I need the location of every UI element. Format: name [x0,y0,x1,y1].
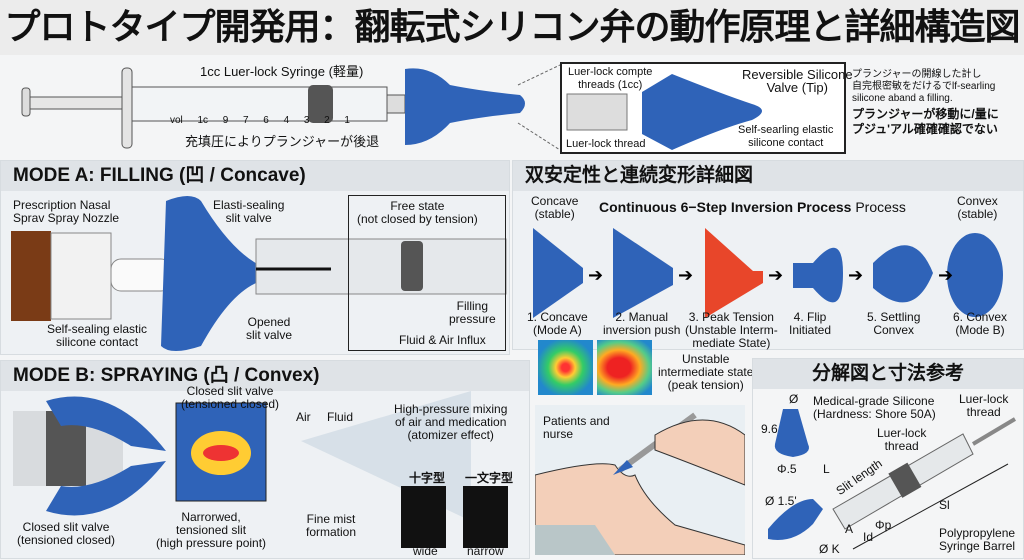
syringe-overview: 1cc Luer-lock Syringe (軽量) vol 1c 9 7 6 … [0,55,1024,155]
notes-small: プランジャーの開線した計し 自完根密敏をだけるでlf-searling sili… [852,69,996,104]
narrowed-label: Narrorwed, tensioned slit (high pressure… [156,510,267,550]
fluid-label: Fluid [327,410,354,424]
heatmap-1 [538,340,593,395]
closed-top-label: Closed slit valve (tensioned closed) [181,384,280,411]
wide-label: wide [413,544,438,558]
dim-d: Ø [789,392,799,406]
step-3: 3. Peak Tension (Unstable Interm- mediat… [685,310,778,350]
heatmap-2 [597,340,652,395]
exploded-panel: 分解図と寸法参考 Medical-grade Silicone (Hardnes… [752,358,1024,559]
mode-a-heading: MODE A: FILLING (凹 / Concave) [1,161,509,191]
opened-label: Opened slit valve [246,315,293,342]
scale-mark: 3 [303,115,310,126]
mode-a-illustration [11,196,507,351]
step-6: 6. Convex (Mode B) [953,310,1008,337]
valve-detail-illustration [566,74,762,150]
svg-text:➔: ➔ [678,265,693,285]
step-5: 5. Settling Convex [867,310,921,337]
step-4: 4. Flip Initiated [789,310,832,337]
mode-a-panel: MODE A: FILLING (凹 / Concave) Prescripti… [0,160,510,355]
process-title-suffix: Process [855,199,906,215]
detail-valve: Reversible Silicone Valve (Tip) [742,67,853,95]
influx-label: Fluid & Air Influx [399,333,486,347]
concave-stable: Concave (stable) [531,194,579,221]
process-title: Continuous 6−Step Inversion Process Proc… [599,199,906,215]
bistable-panel: 双安定性と連続変形詳細図 Continuous 6−Step Inversion… [512,160,1024,350]
mode-b-illustration [13,391,508,548]
pattern-line-label: 一文字型 [465,471,514,485]
page-title: プロトタイプ開発用：翻転式シリコン弁の動作原理と詳細構造図 [0,0,1024,55]
scale-mark: 6 [263,115,269,126]
heat-label: Unstable intermediate state (peak tensio… [658,352,754,392]
elasti-label: Elasti-sealing slit valve [213,198,285,225]
inversion-steps-illustration: ➔ ➔ ➔ ➔ ➔ [533,228,1003,318]
process-title-main: Continuous 6−Step Inversion Process [599,199,852,215]
notes-bold: プランジャーが移動に/量に プジュ'アル確確確認でない [852,107,999,136]
free-state-box: Free state (not closed by tension) Filli… [348,195,506,351]
nozzle-label: Prescription Nasal Sprav Spray Nozzle [13,198,120,225]
patient-label: Patients and nurse [543,414,610,441]
mode-b-panel: MODE B: SPRAYING (凸 / Convex) Closed sli… [0,360,530,559]
detail-threads: Luer-lock compte threads (1cc) [568,66,653,91]
dim-p5: Φ.5 [777,462,797,476]
svg-text:➔: ➔ [588,265,603,285]
mode-b-heading: MODE B: SPRAYING (凸 / Convex) [1,361,529,391]
scale-mark: 4 [283,115,290,126]
dim-a: A [845,522,854,536]
filling-label: Filling pressure [449,299,496,326]
air-label: Air [296,410,311,424]
exploded-heading: 分解図と寸法参考 [753,359,1023,389]
pattern-cross-label: 十字型 [409,471,446,485]
dim-l: L [823,462,830,476]
dim-id: Id [863,530,874,544]
free-label: Free state (not closed by tension) [357,199,478,226]
syringe-label: 1cc Luer-lock Syringe (軽量) [200,64,364,79]
contact-label: Self-sealing elastic silicone contact [47,322,148,349]
scale-mark: 2 [324,115,330,126]
dim-phi: Φp [875,518,892,532]
detail-thread: Luer-lock thread [566,138,646,150]
exploded-illustration [768,409,1017,550]
syringe-illustration [21,64,560,151]
luer-label-1: Luer-lock thread [959,392,1009,419]
scale-unit: vol [170,115,183,126]
step-1: 1. Concave (Mode A) [527,310,588,337]
bistable-heading: 双安定性と連続変形詳細図 [513,161,1023,191]
patient-nurse-drawing [535,412,745,555]
scale-mark: 9 [222,115,229,126]
silicone-label: Medical-grade Silicone (Hardness: Shore … [813,394,936,421]
dim-k: Ø K [819,542,840,556]
narrow-label: narrow [467,544,504,558]
closed-bottom-label: Closed slit valve (tensioned closed) [17,520,116,547]
patient-illustration: Patients and nurse [535,405,745,555]
step-2: 2. Manual inversion push [603,310,681,337]
dim-d15: Ø 1.5' [765,494,797,508]
scale-mark: 1 [344,115,350,126]
syringe-scale: vol 1c 9 7 6 4 3 2 1 [170,115,350,126]
valve-detail-box: Luer-lock compte threads (1cc) Luer-lock… [560,62,853,154]
svg-text:➔: ➔ [938,265,953,285]
scale-mark: 1c [197,115,209,126]
mixing-label: High-pressure mixing of air and medicati… [394,402,508,442]
scale-mark: 7 [243,115,249,126]
detail-contact: Self-searling elastic silicone contact [738,124,834,149]
svg-text:➔: ➔ [848,265,863,285]
svg-text:➔: ➔ [768,265,783,285]
plunger-note: 充填圧によりプランジャーが後退 [185,134,380,149]
convex-stable: Convex (stable) [957,194,998,221]
luer-label-2: Luer-lock thread [877,426,927,453]
dim-h: 9.6 [761,422,778,436]
dim-sl: Sl [939,498,950,512]
mist-label: Fine mist formation [306,512,357,539]
barrel-label: Polypropylene Syringe Barrel [939,526,1016,553]
